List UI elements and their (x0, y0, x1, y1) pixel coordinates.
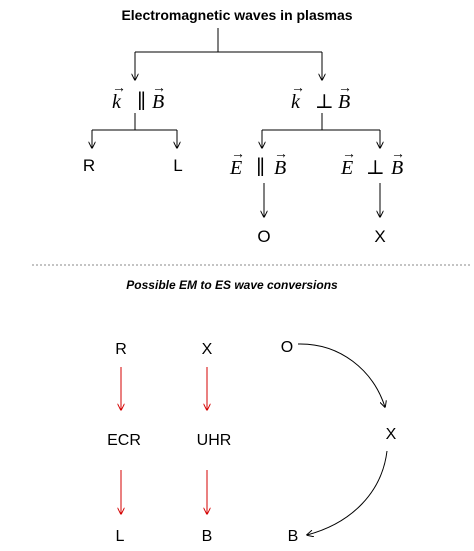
mode-r: R (83, 156, 95, 175)
conversions-title: Possible EM to ES wave conversions (126, 278, 338, 292)
mode-l: L (173, 156, 182, 175)
perp-symbol: ⊥ (315, 91, 334, 113)
tree-connectors (92, 28, 380, 217)
node-e-parallel-b: E → ∥ B → (229, 147, 288, 179)
node-k-parallel-b: k → ∥ B → (112, 81, 166, 113)
conversion-arrow-curved (297, 343, 385, 407)
k-symbol: k (112, 91, 122, 113)
conversion-arrow-curved (307, 450, 388, 535)
parallel-symbol: ∥ (137, 91, 146, 113)
col2-mid: UHR (197, 432, 232, 449)
e-symbol: E (340, 157, 353, 179)
perp-symbol: ⊥ (366, 157, 385, 179)
k-symbol: k (291, 91, 301, 113)
b-symbol: B (391, 157, 403, 179)
col2-top: X (202, 341, 213, 358)
node-e-perp-b: E → ⊥ B → (340, 147, 405, 179)
col1-top: R (115, 341, 127, 358)
col2-bottom: B (202, 528, 213, 545)
tree-title: Electromagnetic waves in plasmas (121, 7, 352, 23)
vector-arrow-icon: → (291, 81, 305, 96)
vector-arrow-icon: → (391, 147, 405, 162)
e-symbol: E (229, 157, 242, 179)
col3-mid: X (386, 426, 397, 443)
b-symbol: B (338, 91, 350, 113)
node-k-perp-b: k → ⊥ B → (291, 81, 352, 113)
parallel-symbol: ∥ (256, 157, 265, 179)
col1-mid: ECR (107, 432, 141, 449)
col3-bottom: B (288, 528, 299, 545)
col3-top: O (281, 339, 293, 356)
vector-arrow-icon: → (112, 81, 126, 96)
vector-arrow-icon: → (338, 81, 352, 96)
vector-arrow-icon: → (274, 147, 288, 162)
vector-arrow-icon: → (231, 147, 245, 162)
mode-o: O (257, 227, 270, 246)
b-symbol: B (152, 91, 164, 113)
mode-x: X (374, 227, 385, 246)
vector-arrow-icon: → (152, 81, 166, 96)
b-symbol: B (274, 157, 286, 179)
vector-arrow-icon: → (342, 147, 356, 162)
col1-bottom: L (116, 528, 125, 545)
